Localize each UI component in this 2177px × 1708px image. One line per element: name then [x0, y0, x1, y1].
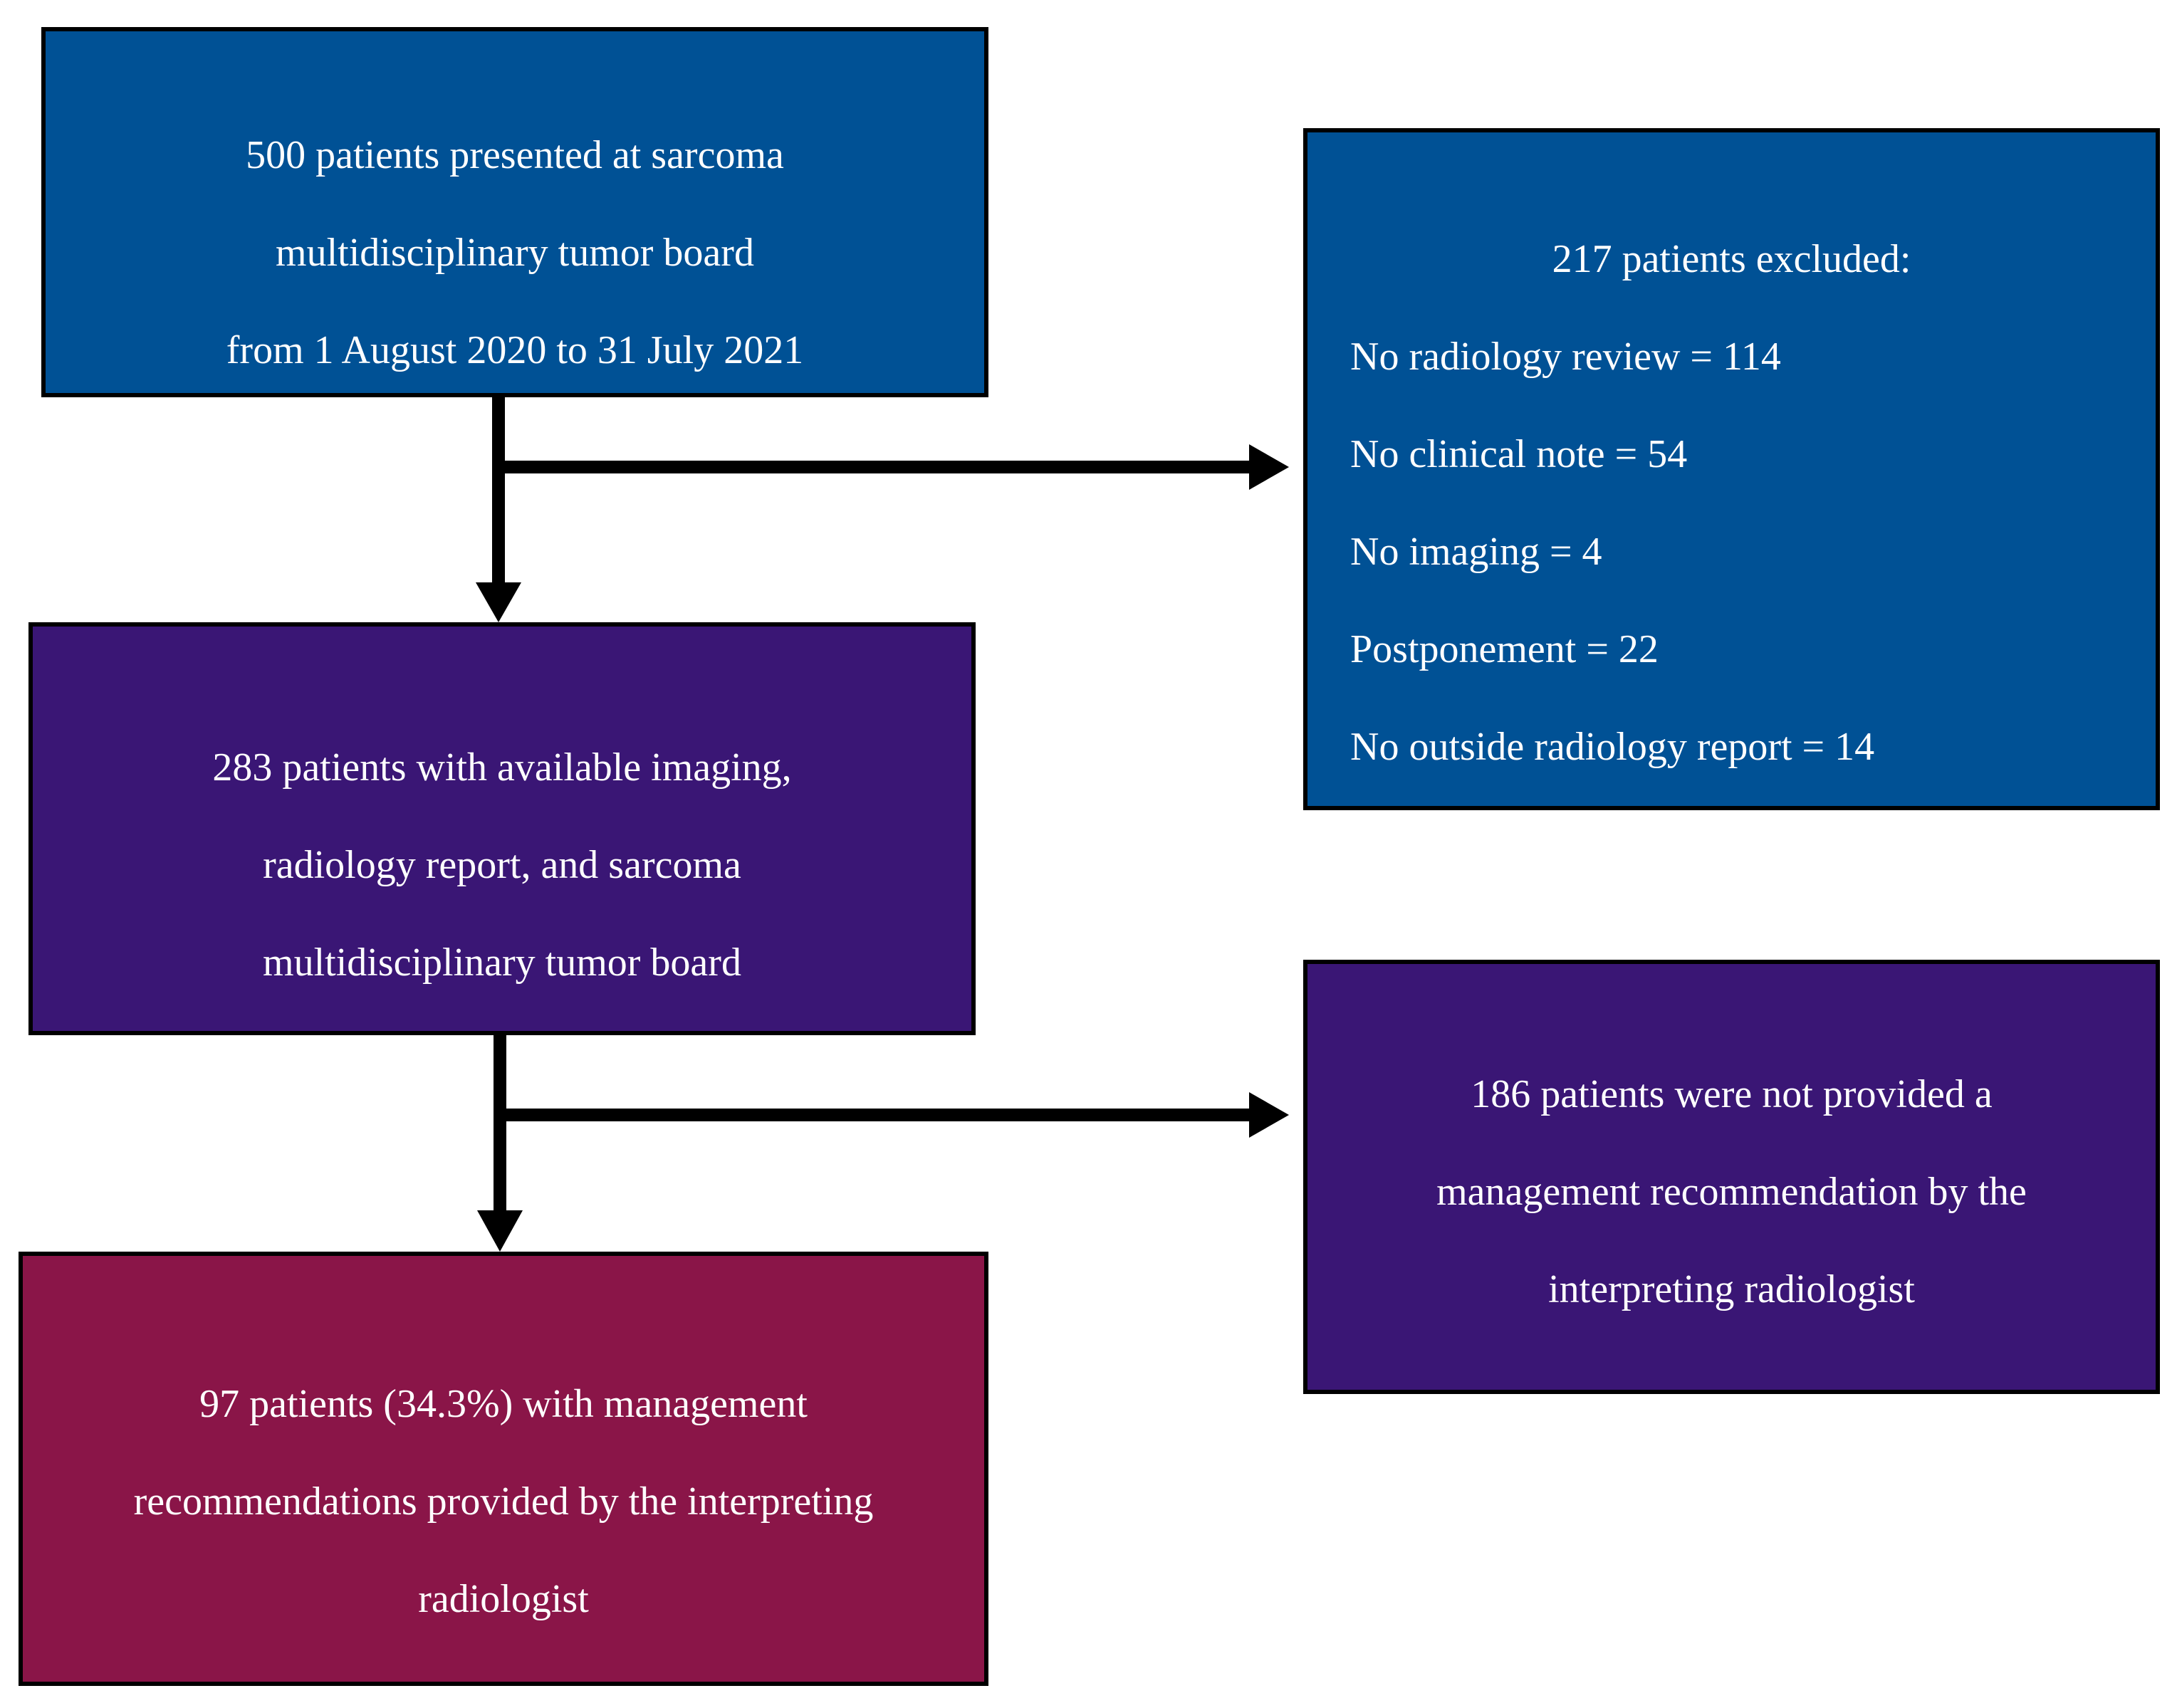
box-provided-line-3: radiologist [418, 1577, 589, 1621]
box-available-line-3: multidisciplinary tumor board [263, 941, 741, 985]
box-start-line-3: from 1 August 2020 to 31 July 2021 [226, 328, 804, 372]
box-not-provided-line-1: 186 patients were not provided a [1471, 1072, 1993, 1116]
box-patients-available: 283 patients with available imaging, rad… [28, 622, 976, 1035]
box-provided-line-2: recommendations provided by the interpre… [133, 1479, 874, 1524]
box-patients-presented: 500 patients presented at sarcoma multid… [41, 27, 988, 397]
arrow-available-to-provided [477, 1004, 523, 1252]
excluded-title: 217 patients excluded: [1552, 237, 1911, 281]
box-start-line-2: multidisciplinary tumor board [276, 231, 754, 275]
box-recommendation-provided: 97 patients (34.3%) with management reco… [19, 1252, 988, 1686]
excluded-item-no-radiology-review: No radiology review = 114 [1350, 335, 1781, 379]
box-patients-excluded: 217 patients excluded: No radiology revi… [1303, 128, 2160, 810]
box-no-recommendation: 186 patients were not provided a managem… [1303, 960, 2160, 1394]
box-start-line-1: 500 patients presented at sarcoma [246, 133, 784, 177]
excluded-item-postponement: Postponement = 22 [1350, 627, 1659, 671]
box-available-line-1: 283 patients with available imaging, [212, 745, 792, 790]
arrow-to-excluded [498, 444, 1289, 490]
box-provided-line-1: 97 patients (34.3%) with management [199, 1382, 808, 1426]
box-not-provided-line-2: management recommendation by the [1436, 1170, 2027, 1214]
arrow-to-not-provided [500, 1092, 1289, 1138]
box-available-line-2: radiology report, and sarcoma [263, 843, 741, 887]
excluded-item-no-clinical-note: No clinical note = 54 [1350, 432, 1688, 476]
arrow-start-to-available [476, 397, 521, 622]
excluded-item-no-imaging: No imaging = 4 [1350, 530, 1602, 574]
box-not-provided-line-3: interpreting radiologist [1548, 1267, 1915, 1311]
excluded-item-no-outside-report: No outside radiology report = 14 [1350, 725, 1875, 769]
